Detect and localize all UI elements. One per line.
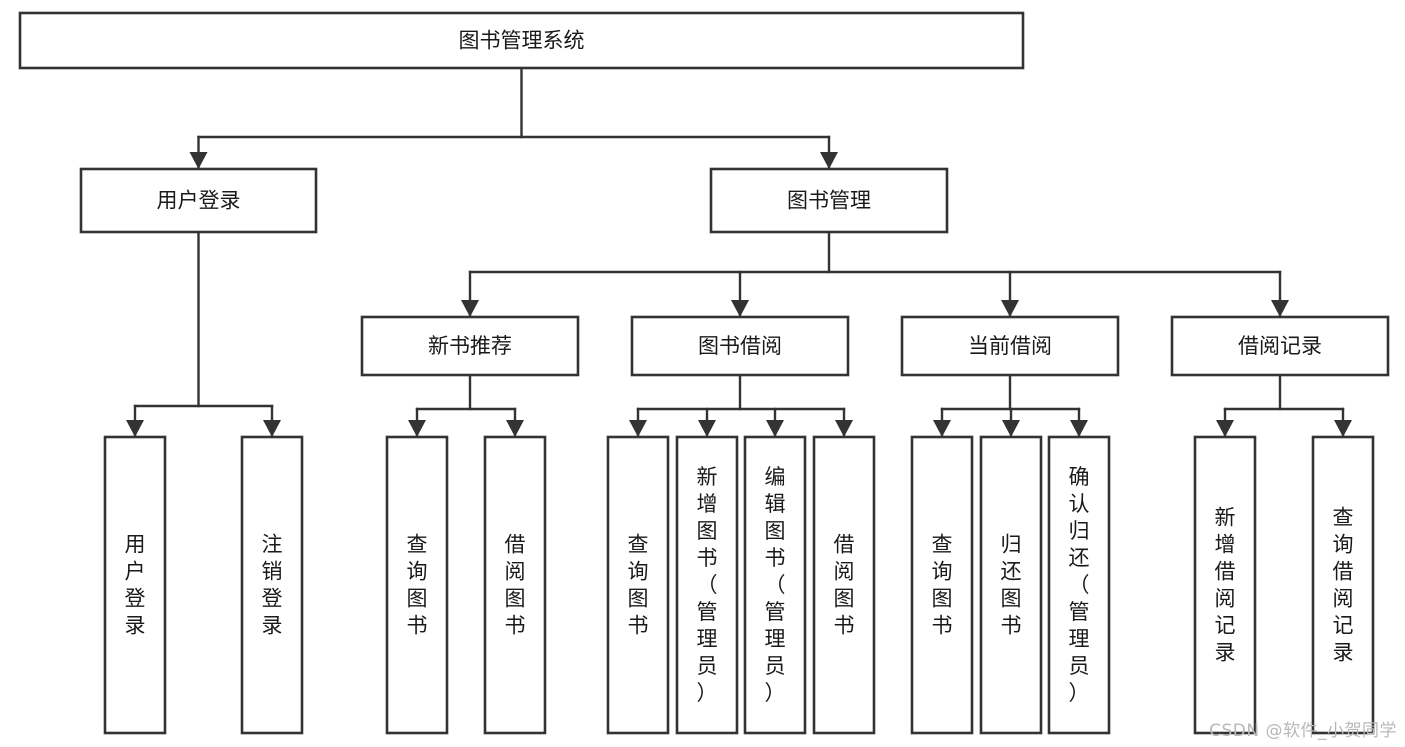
arrow-head-icon [766, 420, 784, 437]
node-bb-query-book[interactable]: 查询图书 [606, 435, 670, 735]
arrow-head-icon [835, 420, 853, 437]
node-label-root: 图书管理系统 [459, 29, 585, 53]
node-box-bb-borrow-book[interactable] [812, 435, 876, 735]
arrow-head-icon [126, 420, 144, 437]
node-box-bb-edit-book[interactable] [743, 435, 807, 735]
node-cb-query-book[interactable]: 查询图书 [910, 435, 974, 735]
arrow-head-icon [1334, 420, 1352, 437]
node-label-cb-return-book: 归还图书 [1001, 533, 1022, 638]
node-label-br-add-record: 新增借阅记录 [1215, 506, 1236, 665]
arrow-head-icon [189, 152, 208, 169]
node-br-add-record[interactable]: 新增借阅记录 [1193, 435, 1257, 735]
node-label-cb-query-book: 查询图书 [932, 533, 953, 638]
node-box-cb-query-book[interactable] [910, 435, 974, 735]
node-label-bb-borrow-book: 借阅图书 [834, 533, 855, 638]
node-cb-confirm-return[interactable]: 确认归还（管理员） [1047, 435, 1111, 735]
node-label-new-book-recommend: 新书推荐 [428, 334, 512, 358]
node-box-new-book-recommend[interactable] [360, 315, 580, 377]
node-label-bb-edit-book: 编辑图书（管理员） [765, 465, 786, 705]
arrow-head-icon [933, 420, 951, 437]
node-book-management[interactable]: 图书管理 [709, 167, 949, 234]
nodes-layer: 图书管理系统用户登录图书管理用户登录注销登录新书推荐图书借阅当前借阅借阅记录查询… [18, 11, 1390, 735]
node-box-root[interactable] [18, 11, 1025, 70]
node-user-logout-leaf[interactable]: 注销登录 [240, 435, 304, 735]
node-label-current-borrow: 当前借阅 [968, 334, 1052, 358]
arrow-head-icon [820, 152, 838, 169]
arrow-head-icon [506, 420, 524, 437]
node-label-book-borrow: 图书借阅 [698, 334, 782, 358]
node-current-borrow[interactable]: 当前借阅 [900, 315, 1120, 377]
node-label-book-management: 图书管理 [787, 189, 871, 213]
arrow-head-icon [698, 420, 716, 437]
node-box-user-login[interactable] [79, 167, 318, 234]
node-bb-borrow-book[interactable]: 借阅图书 [812, 435, 876, 735]
node-label-nbr-query-book: 查询图书 [407, 533, 428, 638]
node-label-nbr-borrow-book: 借阅图书 [505, 533, 526, 638]
arrow-head-icon [408, 420, 426, 437]
node-user-login-leaf[interactable]: 用户登录 [103, 435, 167, 735]
node-box-book-borrow[interactable] [630, 315, 850, 377]
node-borrow-record[interactable]: 借阅记录 [1170, 315, 1390, 377]
node-box-br-query-record[interactable] [1311, 435, 1375, 735]
node-label-user-login-leaf: 用户登录 [125, 533, 146, 638]
node-box-bb-add-book[interactable] [675, 435, 739, 735]
node-box-current-borrow[interactable] [900, 315, 1120, 377]
node-br-query-record[interactable]: 查询借阅记录 [1311, 435, 1375, 735]
watermark-label: CSDN @软件_小贺同学 [1209, 721, 1397, 741]
node-box-bb-query-book[interactable] [606, 435, 670, 735]
node-label-user-login: 用户登录 [157, 189, 241, 213]
arrow-head-icon [731, 300, 749, 317]
node-book-borrow[interactable]: 图书借阅 [630, 315, 850, 377]
node-box-br-add-record[interactable] [1193, 435, 1257, 735]
node-label-borrow-record: 借阅记录 [1238, 334, 1322, 358]
arrow-head-icon [1216, 420, 1234, 437]
arrow-head-icon [1070, 420, 1088, 437]
node-label-user-logout-leaf: 注销登录 [262, 533, 283, 638]
node-new-book-recommend[interactable]: 新书推荐 [360, 315, 580, 377]
arrow-head-icon [1002, 420, 1020, 437]
arrow-head-icon [1271, 300, 1289, 317]
node-nbr-query-book[interactable]: 查询图书 [385, 435, 449, 735]
node-box-user-logout-leaf[interactable] [240, 435, 304, 735]
node-cb-return-book[interactable]: 归还图书 [979, 435, 1043, 735]
connectors-layer [126, 66, 1352, 439]
node-box-borrow-record[interactable] [1170, 315, 1390, 377]
node-label-br-query-record: 查询借阅记录 [1333, 506, 1354, 665]
node-user-login[interactable]: 用户登录 [79, 167, 318, 234]
node-bb-edit-book[interactable]: 编辑图书（管理员） [743, 435, 807, 735]
node-root[interactable]: 图书管理系统 [18, 11, 1025, 70]
arrow-head-icon [461, 300, 479, 317]
arrow-head-icon [1001, 300, 1019, 317]
node-box-book-management[interactable] [709, 167, 949, 234]
node-label-bb-query-book: 查询图书 [628, 533, 649, 638]
node-box-cb-return-book[interactable] [979, 435, 1043, 735]
arrow-head-icon [629, 420, 647, 437]
arrow-head-icon [263, 420, 281, 437]
node-bb-add-book[interactable]: 新增图书（管理员） [675, 435, 739, 735]
node-label-cb-confirm-return: 确认归还（管理员） [1069, 465, 1090, 705]
node-box-cb-confirm-return[interactable] [1047, 435, 1111, 735]
node-box-nbr-borrow-book[interactable] [483, 435, 547, 735]
node-nbr-borrow-book[interactable]: 借阅图书 [483, 435, 547, 735]
node-box-user-login-leaf[interactable] [103, 435, 167, 735]
node-box-nbr-query-book[interactable] [385, 435, 449, 735]
node-label-bb-add-book: 新增图书（管理员） [697, 465, 718, 705]
